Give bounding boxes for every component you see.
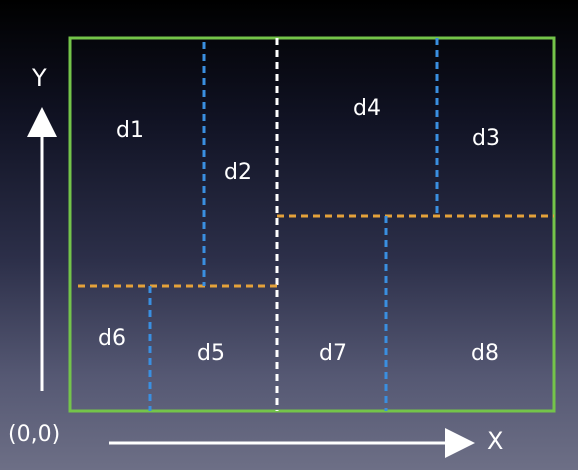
region-label-d6: d6 bbox=[98, 326, 126, 351]
region-label-d7: d7 bbox=[319, 341, 347, 366]
bounding-box bbox=[68, 36, 556, 413]
y-axis-label: Y bbox=[31, 64, 47, 92]
x-axis-label: X bbox=[487, 427, 503, 455]
region-label-d5: d5 bbox=[197, 341, 225, 366]
origin-label: (0,0) bbox=[8, 422, 60, 447]
region-label-d2: d2 bbox=[224, 160, 252, 185]
region-label-d1: d1 bbox=[116, 118, 144, 143]
region-label-d3: d3 bbox=[472, 126, 500, 151]
region-label-d8: d8 bbox=[471, 341, 499, 366]
region-label-d4: d4 bbox=[353, 96, 381, 121]
